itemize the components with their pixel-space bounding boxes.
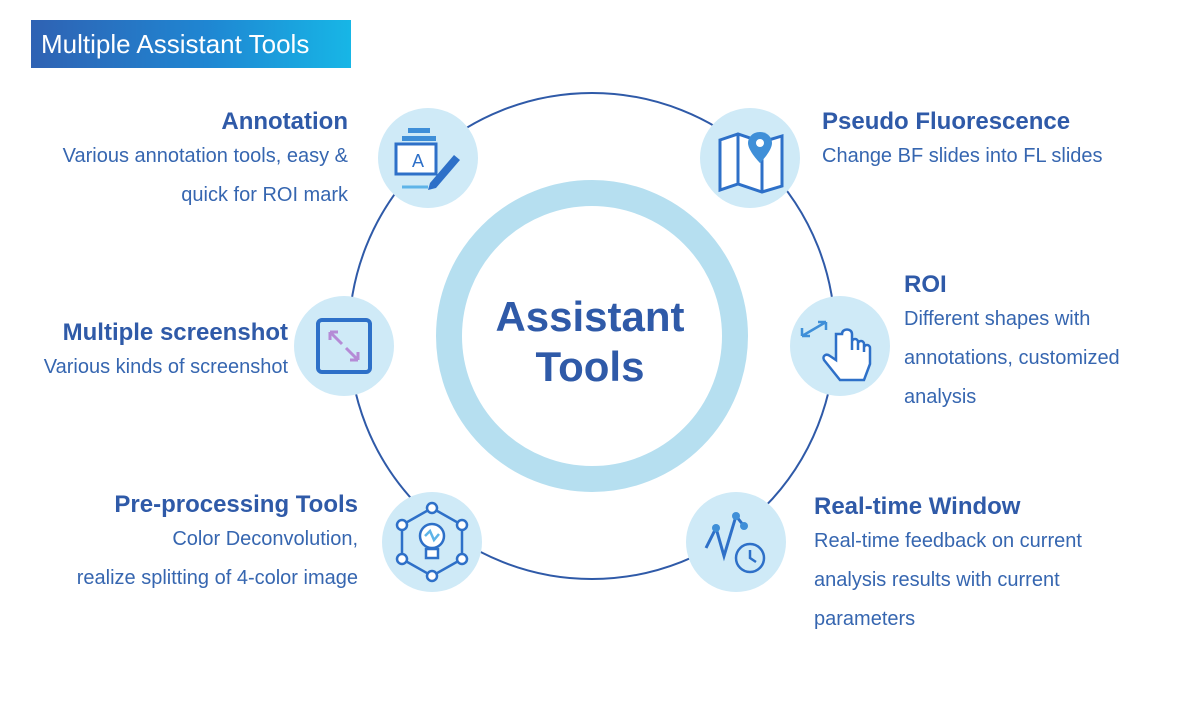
feature-description: Change BF slides into FL slides (822, 145, 1103, 167)
feature-title: Pseudo Fluorescence (822, 108, 1071, 135)
header-banner: Multiple Assistant Tools (31, 20, 351, 68)
chart-clock-icon (704, 512, 766, 574)
feature-description: Color Deconvolution, realize splitting o… (76, 528, 358, 589)
feature-title: Multiple screenshot (62, 319, 288, 346)
feature-title: Pre-processing Tools (114, 491, 358, 518)
feature-title: ROI (904, 271, 947, 298)
feature-multiple-screenshot: Multiple screenshot Various kinds of scr… (44, 318, 288, 387)
feature-description: Various kinds of screenshot (43, 356, 288, 378)
center-label: Assistant Tools (440, 292, 740, 392)
feature-annotation: Annotation Various annotation tools, eas… (63, 107, 348, 215)
screenshot-expand-icon (316, 318, 372, 374)
svg-text:A: A (412, 151, 424, 171)
feature-description: Different shapes with annotations, custo… (904, 308, 1120, 408)
feature-title: Real-time Window (814, 493, 1021, 520)
feature-description: Real-time feedback on current analysis r… (814, 530, 1082, 630)
inner-ring (436, 180, 748, 492)
center-label-line2: Tools (535, 343, 645, 390)
bulb-network-icon (395, 501, 469, 583)
map-pin-icon (718, 132, 784, 194)
center-label-line1: Assistant (495, 293, 685, 340)
node-real-time-window (686, 492, 786, 592)
feature-description: Various annotation tools, easy & quick f… (62, 145, 348, 206)
feature-real-time-window: Real-time Window Real-time feedback on c… (814, 492, 1082, 639)
feature-title: Annotation (221, 108, 348, 135)
node-multiple-screenshot (294, 296, 394, 396)
feature-pre-processing: Pre-processing Tools Color Deconvolution… (77, 490, 358, 598)
feature-pseudo-fluorescence: Pseudo Fluorescence Change BF slides int… (822, 107, 1103, 176)
hand-pointer-icon (800, 320, 872, 382)
annotation-edit-icon: A (394, 128, 460, 190)
header-title: Multiple Assistant Tools (41, 29, 310, 59)
feature-roi: ROI Different shapes with annotations, c… (904, 270, 1120, 417)
